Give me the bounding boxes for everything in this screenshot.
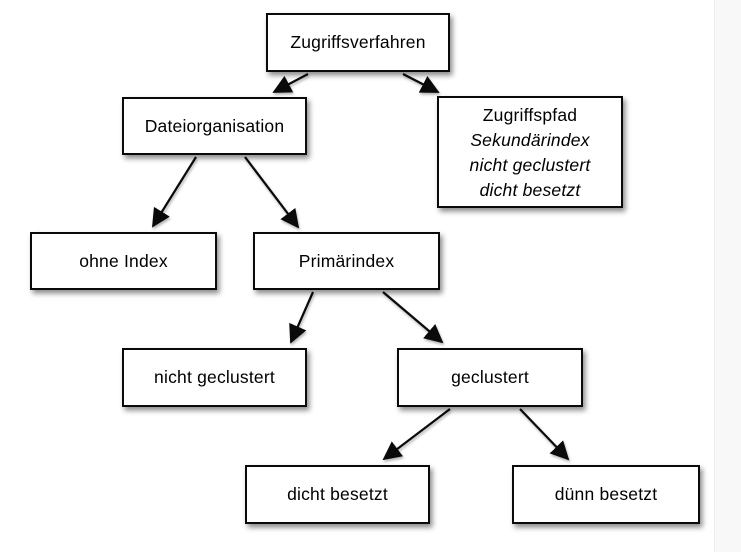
node-label: geclustert <box>451 367 529 387</box>
edge-primaerindex-geclustert <box>382 291 444 344</box>
edge-zugriffsverfahren-dateiorganisation <box>272 73 309 93</box>
edge-geclustert-dicht-besetzt <box>382 408 451 461</box>
edge-zugriffsverfahren-zugriffspfad <box>402 73 440 93</box>
edge-geclustert-duenn-besetzt <box>519 408 570 461</box>
node-label: dicht besetzt <box>287 484 388 504</box>
node-zugriffspfad: Zugriffspfad Sekundärindex nicht geclust… <box>437 96 623 208</box>
node-zugriffsverfahren: Zugriffsverfahren <box>266 13 450 72</box>
right-margin-band <box>714 0 741 552</box>
node-geclustert: geclustert <box>397 348 583 407</box>
node-label-italic: dicht besetzt <box>479 180 581 200</box>
node-label-italic: nicht geclustert <box>469 155 591 175</box>
node-label: ohne Index <box>79 250 168 271</box>
node-ohne-index: ohne Index <box>30 232 217 290</box>
edge-dateiorganisation-primaerindex <box>244 156 300 229</box>
node-label: Zugriffspfad <box>482 105 578 125</box>
node-label-italic: Sekundärindex <box>470 130 590 150</box>
node-duenn-besetzt: dünn besetzt <box>512 465 700 524</box>
node-label: nicht geclustert <box>154 367 275 387</box>
node-dateiorganisation: Dateiorganisation <box>122 97 307 155</box>
node-primaerindex: Primärindex <box>253 232 440 290</box>
node-label: Dateiorganisation <box>144 115 285 136</box>
node-label: Zugriffsverfahren <box>290 32 426 52</box>
edge-primaerindex-nicht-geclustert <box>289 291 315 344</box>
node-label: dünn besetzt <box>554 484 658 504</box>
node-nicht-geclustert: nicht geclustert <box>122 348 307 407</box>
node-label: Primärindex <box>298 250 395 271</box>
edge-dateiorganisation-ohne-index <box>152 156 197 228</box>
node-dicht-besetzt: dicht besetzt <box>245 465 430 524</box>
